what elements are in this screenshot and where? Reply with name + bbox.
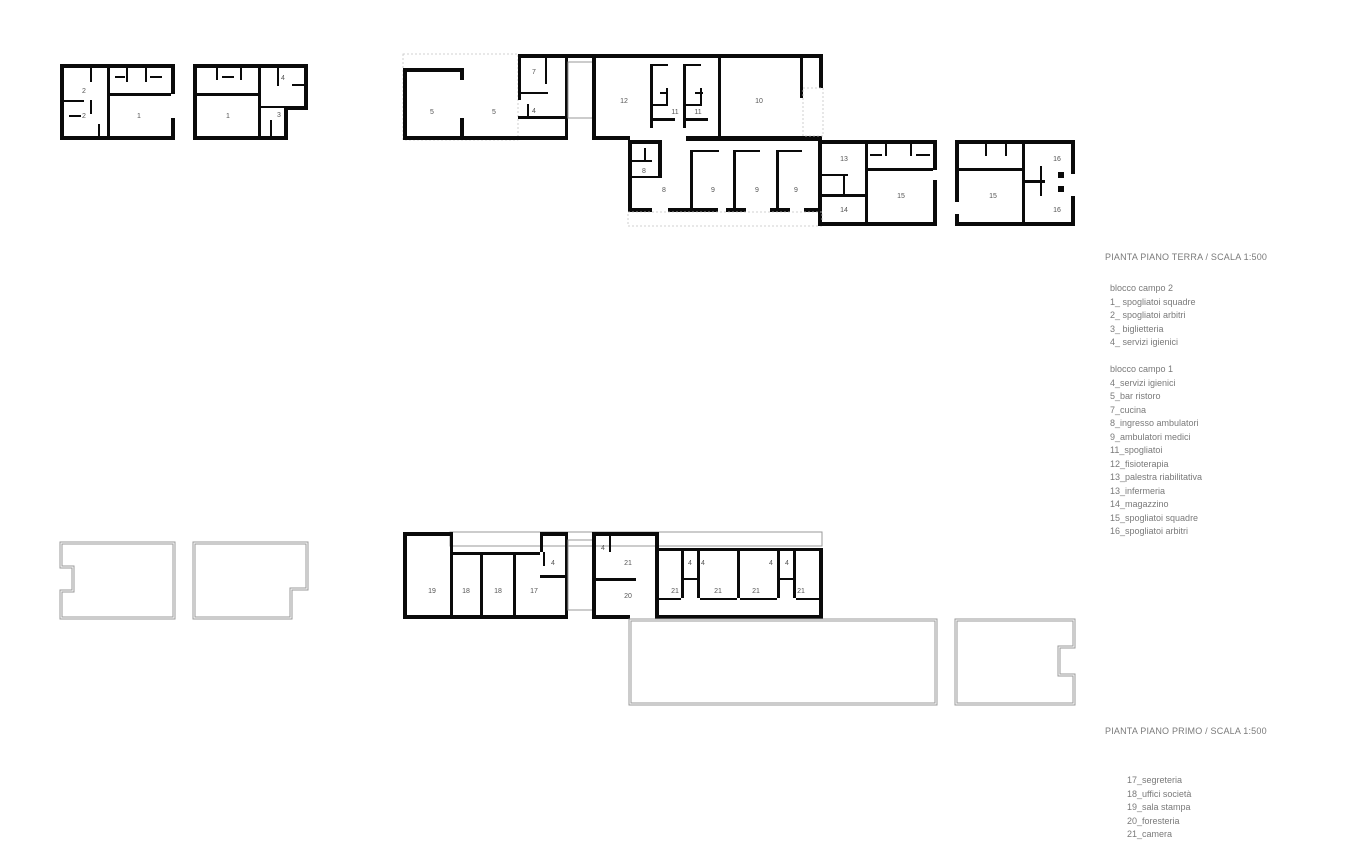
ground-floor-caption: PIANTA PIANO TERRA / SCALA 1:500 bbox=[1105, 252, 1268, 262]
room-number: 1 bbox=[226, 113, 230, 120]
legend-item: 18_uffici società bbox=[1127, 788, 1192, 799]
room-number: 14 bbox=[840, 207, 848, 214]
legend-item: 11_spogliatoi bbox=[1110, 445, 1163, 455]
legend-item: 1_ spogliatoi squadre bbox=[1110, 296, 1196, 307]
legend-item: 2_ spogliatoi arbitri bbox=[1110, 310, 1186, 320]
first-floor-caption: PIANTA PIANO PRIMO / SCALA 1:500 bbox=[1105, 726, 1267, 736]
room-numbers: 2 2 1 1 4 3 5 5 7 4 12 11 11 10 8 8 9 9 … bbox=[82, 69, 1061, 600]
room-number: 15 bbox=[989, 193, 997, 200]
room-number: 21 bbox=[797, 588, 805, 595]
room-number: 16 bbox=[1053, 156, 1061, 163]
legend-item: 21_camera bbox=[1127, 829, 1173, 839]
legend-item: 12_fisioterapia bbox=[1110, 458, 1169, 469]
room-number: 4 bbox=[688, 560, 692, 567]
ground-block-campo2-b bbox=[193, 64, 308, 140]
ground-right-block bbox=[955, 140, 1075, 226]
room-number: 21 bbox=[624, 560, 632, 567]
legend-item: 8_ingresso ambulatori bbox=[1110, 418, 1199, 428]
room-number: 3 bbox=[277, 112, 281, 119]
legend-item: 19_sala stampa bbox=[1127, 802, 1191, 812]
room-number: 5 bbox=[492, 109, 496, 116]
legend-item: 7_cucina bbox=[1110, 404, 1147, 415]
legend-item: 3_ biglietteria bbox=[1110, 323, 1164, 334]
room-number: 11 bbox=[671, 109, 678, 116]
room-number: 4 bbox=[601, 545, 605, 552]
room-number: 18 bbox=[462, 588, 470, 595]
legend-group-title: blocco campo 2 bbox=[1110, 283, 1174, 293]
room-number: 13 bbox=[840, 156, 848, 163]
legend-item: 14_magazzino bbox=[1110, 499, 1169, 509]
room-number: 8 bbox=[662, 187, 666, 194]
room-number: 1 bbox=[137, 113, 141, 120]
legend-item: 16_spogliatoi arbitri bbox=[1110, 526, 1189, 536]
room-number: 8 bbox=[642, 168, 646, 175]
room-number: 15 bbox=[897, 193, 905, 200]
first-roof-a bbox=[59, 541, 176, 620]
first-floor-legend: 17_segreteria 18_uffici società 19_sala … bbox=[1127, 774, 1191, 842]
room-number: 5 bbox=[430, 109, 434, 116]
room-number: 4 bbox=[281, 75, 285, 82]
room-number: 17 bbox=[530, 588, 538, 595]
room-number: 16 bbox=[1053, 207, 1061, 214]
room-number: 21 bbox=[714, 588, 722, 595]
legend-item: 4_ servizi igienici bbox=[1110, 337, 1179, 347]
first-main-block bbox=[403, 531, 823, 619]
legend-item: 20_foresteria bbox=[1127, 815, 1180, 826]
room-number: 21 bbox=[752, 588, 760, 595]
first-roof-long bbox=[628, 618, 938, 706]
room-number: 18 bbox=[494, 588, 502, 595]
room-number: 4 bbox=[769, 560, 773, 567]
room-number: 4 bbox=[551, 560, 555, 567]
room-number: 20 bbox=[624, 593, 632, 600]
room-number: 2 bbox=[82, 88, 86, 95]
room-number: 4 bbox=[532, 108, 536, 115]
first-roof-b bbox=[192, 541, 309, 620]
room-number: 7 bbox=[532, 69, 536, 76]
ground-floor-legend: blocco campo 2 1_ spogliatoi squadre 2_ … bbox=[1110, 282, 1202, 552]
room-number: 9 bbox=[755, 187, 759, 194]
legend-item: 5_bar ristoro bbox=[1110, 391, 1161, 401]
legend-group: blocco campo 2 1_ spogliatoi squadre 2_ … bbox=[1110, 282, 1202, 350]
room-number: 21 bbox=[671, 588, 679, 595]
room-number: 2 bbox=[82, 113, 86, 120]
room-number: 12 bbox=[620, 98, 628, 105]
legend-item: 15_spogliatoi squadre bbox=[1110, 512, 1199, 523]
legend-item: 13_infermeria bbox=[1110, 485, 1166, 496]
room-number: 19 bbox=[428, 588, 436, 595]
room-number: 9 bbox=[794, 187, 798, 194]
ground-main-block bbox=[402, 53, 937, 227]
room-number: 4 bbox=[701, 560, 705, 567]
room-number: 11 bbox=[694, 109, 701, 116]
legend-item: 9_ambulatori medici bbox=[1110, 431, 1191, 442]
room-number: 4 bbox=[785, 560, 789, 567]
ground-block-campo2-a bbox=[60, 64, 175, 140]
room-number: 10 bbox=[755, 98, 763, 105]
legend-item: 17_segreteria bbox=[1127, 775, 1183, 785]
first-roof-right bbox=[954, 618, 1076, 706]
legend-group: blocco campo 1 4_servizi igienici 5_bar … bbox=[1110, 363, 1202, 539]
legend-group-title: blocco campo 1 bbox=[1110, 364, 1174, 374]
legend-item: 4_servizi igienici bbox=[1110, 377, 1176, 388]
room-number: 9 bbox=[711, 187, 715, 194]
legend-item: 13_palestra riabilitativa bbox=[1110, 472, 1203, 482]
